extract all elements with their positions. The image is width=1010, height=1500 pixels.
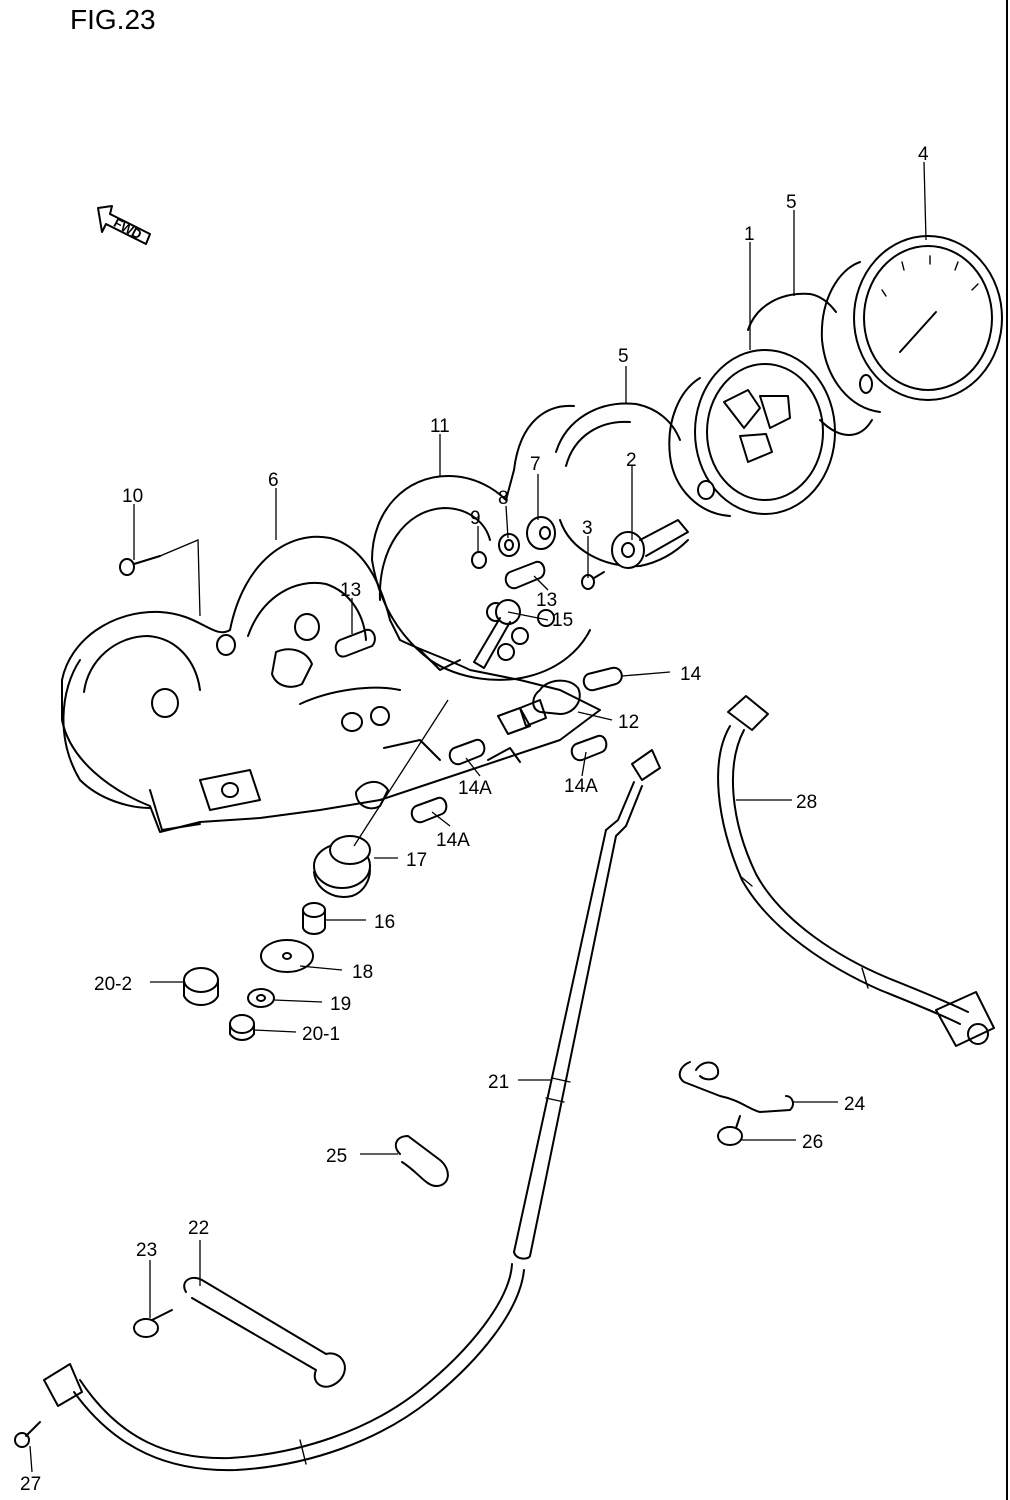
callout-9: 9 <box>470 508 481 529</box>
part-28-tach-cable <box>717 695 995 1047</box>
callout-18: 18 <box>352 962 373 983</box>
part-25-clip <box>394 1135 449 1187</box>
callout-6: 6 <box>268 470 279 491</box>
callout-20-2: 20-2 <box>94 974 132 995</box>
callout-12: 12 <box>618 712 639 733</box>
part-24-cable-guide <box>678 1061 794 1113</box>
callout-5-upper: 5 <box>786 192 797 213</box>
callout-21: 21 <box>488 1072 509 1093</box>
figure-title: FIG.23 <box>70 4 156 35</box>
callout-5-lower: 5 <box>618 346 629 367</box>
part-20-2-nut <box>183 967 219 1006</box>
part-14-bulb <box>582 666 623 692</box>
forward-direction-arrow: FWD <box>97 205 151 245</box>
part-14a-bulb-2 <box>570 734 608 762</box>
callout-14a-2: 14A <box>564 776 598 797</box>
callout-19: 19 <box>330 994 351 1015</box>
part-5-housing-upper <box>747 292 873 436</box>
callout-27: 27 <box>20 1474 41 1495</box>
callout-22: 22 <box>188 1218 209 1239</box>
part-2-knob <box>611 519 689 569</box>
callout-labels: 1 2 3 4 5 5 6 7 8 9 10 11 12 13 13 14 14… <box>20 144 929 1495</box>
callout-14a-3: 14A <box>436 830 470 851</box>
part-7-grommet <box>526 516 556 550</box>
part-13-bulb-left <box>334 628 376 658</box>
part-22-clamp <box>183 1276 346 1388</box>
part-3-screw <box>581 571 605 590</box>
callout-25: 25 <box>326 1146 347 1167</box>
part-14a-bulb-1 <box>448 738 486 766</box>
callout-8: 8 <box>498 488 509 509</box>
socket-wiring-cluster <box>299 686 531 810</box>
page-border <box>1006 0 1008 1500</box>
part-17-rubber-mount <box>313 835 371 898</box>
callout-26: 26 <box>802 1132 823 1153</box>
callout-15: 15 <box>552 610 573 631</box>
part-20-1-nut <box>229 1014 255 1041</box>
callout-2: 2 <box>626 450 637 471</box>
part-6-meter-case <box>61 535 601 833</box>
callout-28: 28 <box>796 792 817 813</box>
part-4-gauge <box>820 235 1003 413</box>
part-8-washer <box>498 533 520 557</box>
callout-3: 3 <box>582 518 593 539</box>
part-26-bolt <box>717 1115 743 1146</box>
part-12-socket <box>519 679 581 727</box>
callout-10: 10 <box>122 486 143 507</box>
callout-17: 17 <box>406 850 427 871</box>
part-9-screw <box>471 551 487 569</box>
callout-14a-1: 14A <box>458 778 492 799</box>
callout-23: 23 <box>136 1240 157 1261</box>
callout-13-left: 13 <box>340 580 361 601</box>
callout-16: 16 <box>374 912 395 933</box>
part-14a-bulb-3 <box>410 796 448 824</box>
leader-lines <box>29 161 927 1473</box>
callout-1: 1 <box>744 224 755 245</box>
callout-13-right: 13 <box>536 590 557 611</box>
callout-24: 24 <box>844 1094 866 1115</box>
callout-20-1: 20-1 <box>302 1024 340 1045</box>
part-13-bulb-right <box>504 560 546 590</box>
part-18-washer <box>260 939 314 973</box>
callout-7: 7 <box>530 454 541 475</box>
callout-11: 11 <box>430 416 450 437</box>
part-19-washer <box>247 988 275 1008</box>
part-21-speedometer-cable <box>43 749 661 1472</box>
part-16-collar <box>302 902 326 935</box>
callout-14: 14 <box>680 664 702 685</box>
part-1-gauge <box>668 349 836 517</box>
part-27-screw <box>14 1421 41 1448</box>
part-23-bolt <box>133 1309 173 1338</box>
fwd-label: FWD <box>111 215 144 242</box>
part-10-screw <box>119 555 161 576</box>
callout-4: 4 <box>918 144 929 165</box>
